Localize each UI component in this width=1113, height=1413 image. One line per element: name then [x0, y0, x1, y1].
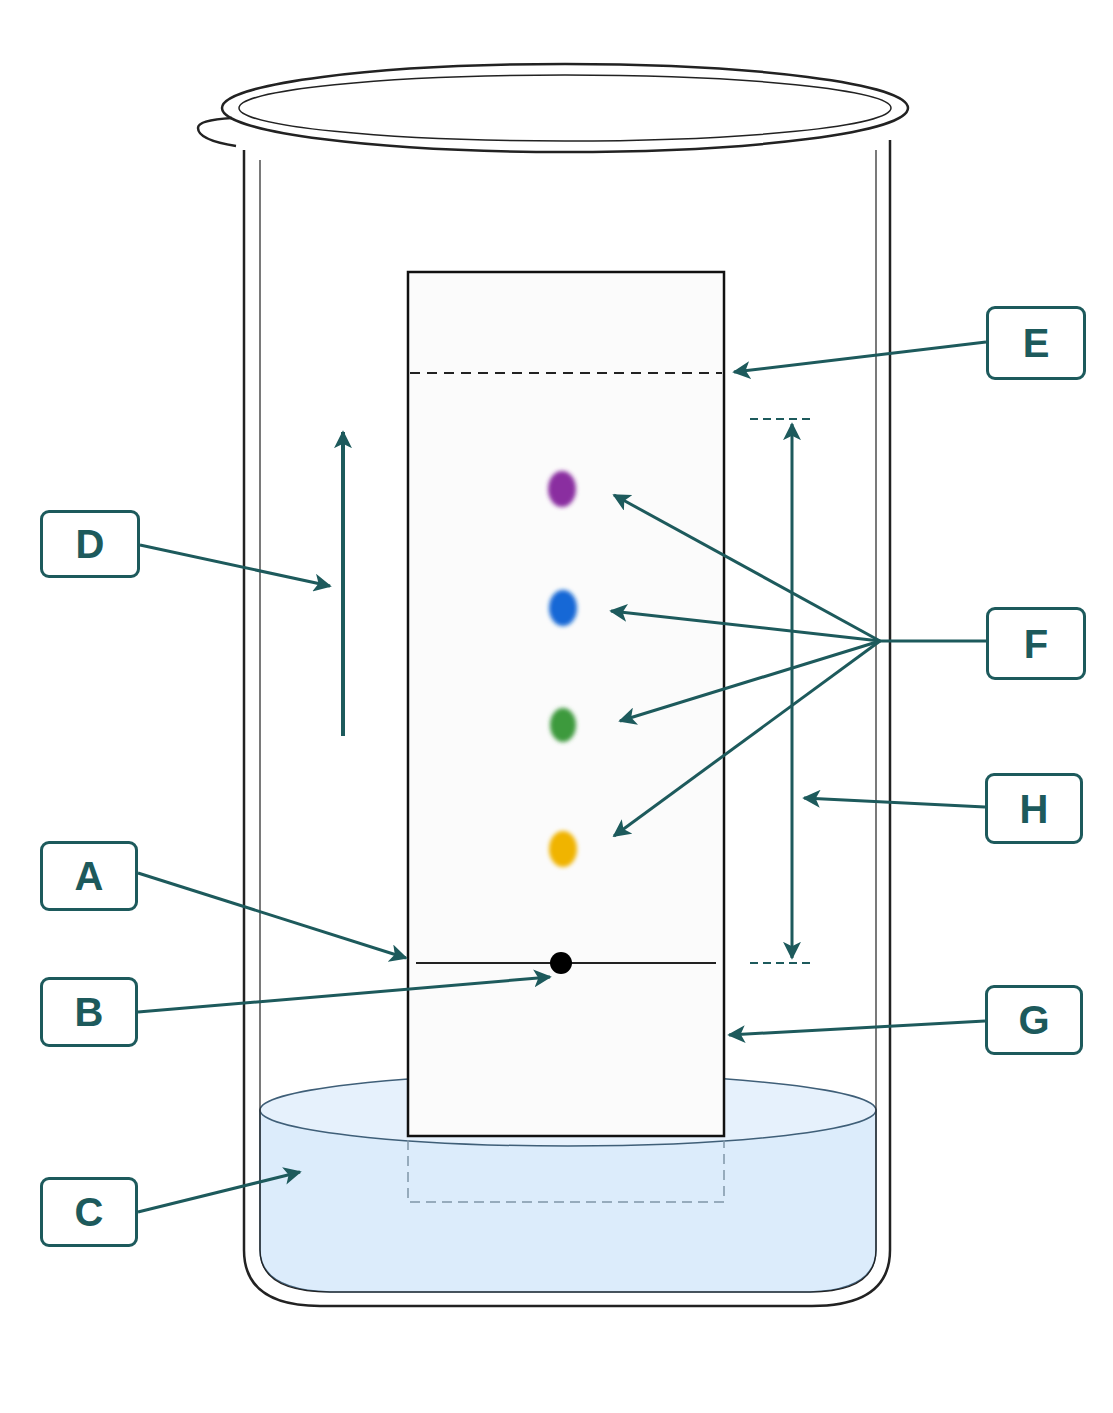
submerged-paper [408, 1140, 724, 1202]
label-box: B [40, 977, 138, 1047]
callout-letter: E [1023, 323, 1050, 363]
callout-letter: B [75, 992, 104, 1032]
label-box: F [986, 607, 1086, 680]
callout-letter: G [1018, 1000, 1049, 1040]
callout-letter: C [75, 1192, 104, 1232]
pigment-spots [548, 471, 577, 867]
callout-letter: F [1024, 624, 1048, 664]
label-box: E [986, 306, 1086, 380]
solvent-direction-arrow [341, 432, 345, 736]
label-box: H [985, 773, 1083, 844]
callout-letter: D [76, 524, 105, 564]
leader-lines [138, 342, 986, 1212]
label-box: C [40, 1177, 138, 1247]
callout-letter: H [1020, 789, 1049, 829]
solvent-front [410, 372, 722, 374]
sample-spot [550, 952, 572, 974]
callout-letter: A [75, 856, 104, 896]
label-box: A [40, 841, 138, 911]
distance-dimension [750, 419, 813, 963]
label-box: G [985, 985, 1083, 1055]
beaker [198, 64, 908, 1306]
label-box: D [40, 510, 140, 578]
